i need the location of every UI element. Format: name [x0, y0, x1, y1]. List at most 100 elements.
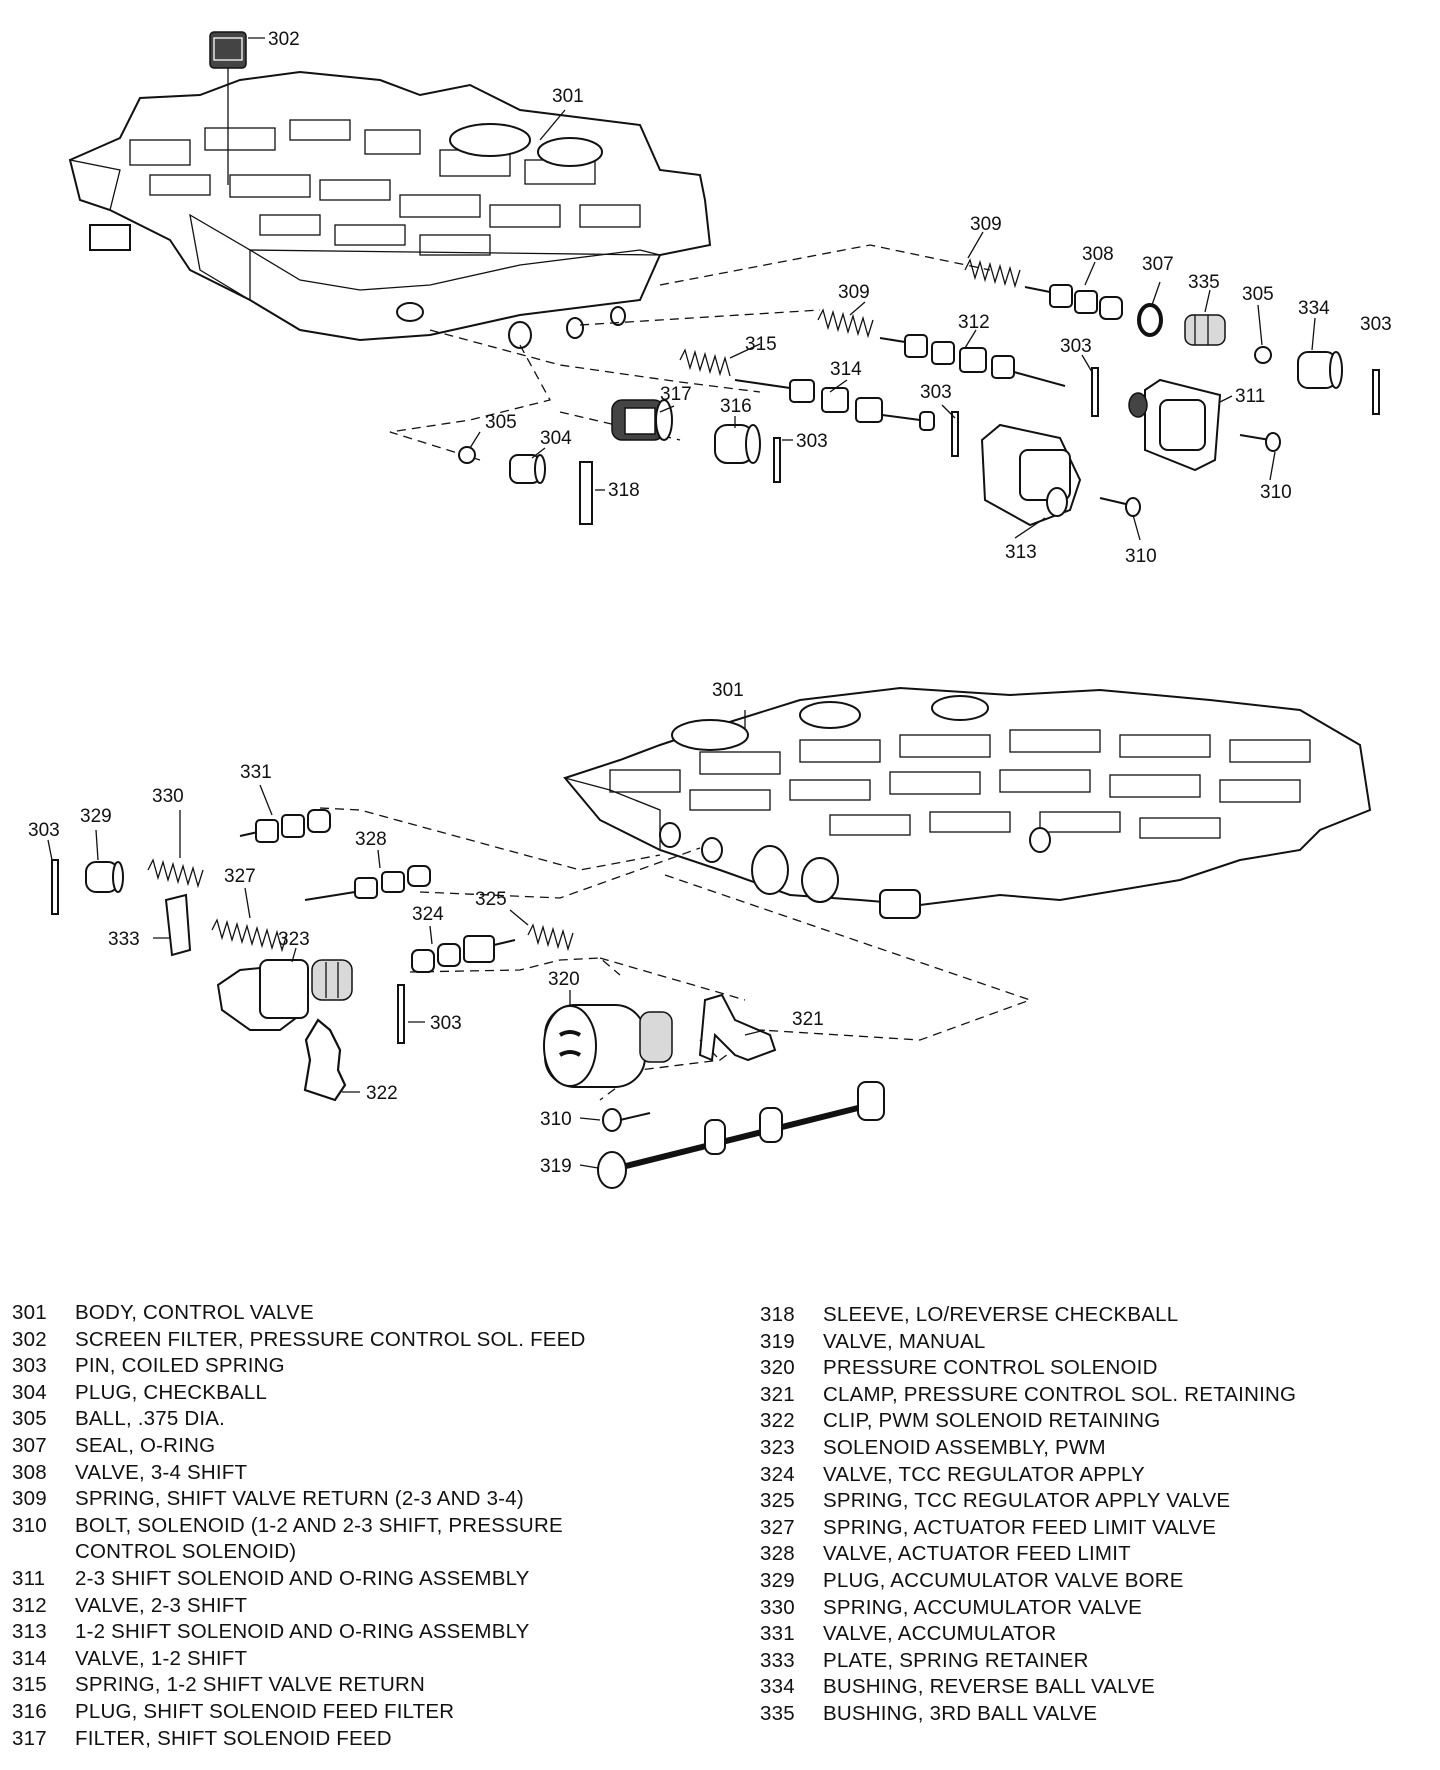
spring-325: [527, 923, 574, 952]
legend-part-number: 309: [12, 1487, 47, 1511]
clip-322: [303, 1018, 347, 1102]
legend-part-description: PIN, COILED SPRING: [75, 1354, 285, 1378]
pin-303-far-right: [1372, 369, 1380, 415]
legend-part-description: CLAMP, PRESSURE CONTROL SOL. RETAINING: [823, 1382, 1297, 1406]
callout-305-upper: 305: [1242, 284, 1274, 305]
legend-part-number: 319: [760, 1329, 795, 1353]
legend-part-number: 301: [12, 1301, 47, 1324]
legend-part-description: SLEEVE, LO/REVERSE CHECKBALL: [823, 1303, 1179, 1326]
plug-316: [714, 424, 761, 464]
legend-part-number: 310: [12, 1513, 47, 1537]
callout-305-lower: 305: [485, 412, 517, 433]
legend-part-description: SEAL, O-RING: [75, 1433, 216, 1457]
legend-part-description: VALVE, MANUAL: [823, 1329, 986, 1353]
callout-302: 302: [268, 29, 300, 50]
bolt-310-upper: [1239, 432, 1281, 452]
legend-part-number: 320: [760, 1356, 795, 1380]
legend-part-number: 318: [760, 1303, 795, 1326]
callout-335: 335: [1188, 272, 1220, 293]
bushing-335: [1184, 314, 1226, 346]
upper-leader-lines: [248, 37, 1316, 541]
pin-303-small: [773, 437, 781, 483]
legend-part-number: 335: [760, 1701, 795, 1725]
solenoid-311: [1128, 378, 1222, 472]
legend-part-number: 302: [12, 1327, 47, 1351]
valve-314: [734, 379, 935, 431]
legend-part-description: SPRING, 1-2 SHIFT VALVE RETURN: [75, 1673, 426, 1697]
legend-part-description: 1-2 SHIFT SOLENOID AND O-RING ASSEMBLY: [75, 1620, 530, 1644]
spring-315: [679, 348, 731, 377]
legend-row: 317 FILTER, SHIFT SOLENOID FEED: [12, 1726, 732, 1753]
upper-control-valve-body: [68, 70, 712, 349]
pin-303-lower-mid: [951, 411, 959, 457]
callout-331: 331: [240, 762, 272, 783]
legend-part-description: PLATE, SPRING RETAINER: [823, 1648, 1089, 1672]
legend-part-number: 325: [760, 1489, 795, 1513]
legend-part-number: [12, 1539, 75, 1566]
legend-part-number: 321: [760, 1382, 795, 1406]
legend-part-number: 308: [12, 1460, 47, 1484]
callout-303-far-right: 303: [1360, 314, 1392, 335]
legend-part-description: CONTROL SOLENOID): [75, 1540, 297, 1564]
plug-329: [85, 861, 124, 893]
legend-part-description: BALL, .375 DIA.: [75, 1407, 226, 1431]
solenoid-313: [980, 423, 1082, 527]
legend-part-description: VALVE, 1-2 SHIFT: [75, 1646, 248, 1670]
bushing-334: [1297, 351, 1343, 389]
legend-row: 321 CLAMP, PRESSURE CONTROL SOL. RETAININ…: [760, 1382, 1430, 1409]
legend-part-number: 324: [760, 1462, 795, 1486]
lower-leader-lines: [47, 710, 766, 1169]
callout-312: 312: [958, 312, 990, 333]
legend-part-description: VALVE, 3-4 SHIFT: [75, 1460, 248, 1484]
legend-part-description: SPRING, SHIFT VALVE RETURN (2-3 AND 3-4): [75, 1487, 524, 1511]
screen-filter-302: [209, 31, 247, 185]
callout-330: 330: [152, 786, 184, 807]
legend-part-description: BODY, CONTROL VALVE: [75, 1301, 314, 1324]
callout-310-bottom: 310: [540, 1109, 572, 1130]
o-ring-307: [1137, 303, 1163, 337]
callout-334: 334: [1298, 298, 1330, 319]
lower-control-valve-body: [563, 686, 1372, 919]
spring-330: [147, 858, 204, 889]
callout-333: 333: [108, 929, 140, 950]
callout-307: 307: [1142, 254, 1174, 275]
legend-part-description: FILTER, SHIFT SOLENOID FEED: [75, 1726, 392, 1750]
legend-row: 301 BODY, CONTROL VALVE: [12, 1300, 732, 1327]
callout-313: 313: [1005, 542, 1037, 563]
valve-324: [411, 935, 516, 973]
callout-303-lower-mid: 303: [920, 382, 952, 403]
legend-part-number: 317: [12, 1726, 47, 1750]
pressure-control-solenoid-320: [543, 1004, 673, 1088]
callout-303-far-left: 303: [28, 820, 60, 841]
legend-part-description: VALVE, ACCUMULATOR: [823, 1622, 1057, 1646]
callout-319: 319: [540, 1156, 572, 1177]
spring-309-lower: [817, 308, 874, 339]
callout-310-upper: 310: [1260, 482, 1292, 503]
callout-310-lower: 310: [1125, 546, 1157, 567]
legend-part-description: SOLENOID ASSEMBLY, PWM: [823, 1435, 1106, 1459]
callout-328: 328: [355, 829, 387, 850]
legend-part-number: 311: [12, 1566, 46, 1590]
exploded-view-diagram: 301 302 309 308 307 335 305 334 303 309 …: [28, 29, 1392, 1189]
callout-304: 304: [540, 428, 572, 449]
callout-316: 316: [720, 396, 752, 417]
legend-row: 309 SPRING, SHIFT VALVE RETURN (2-3 AND 3…: [12, 1486, 732, 1513]
legend-part-description: SPRING, ACTUATOR FEED LIMIT VALVE: [823, 1515, 1217, 1539]
